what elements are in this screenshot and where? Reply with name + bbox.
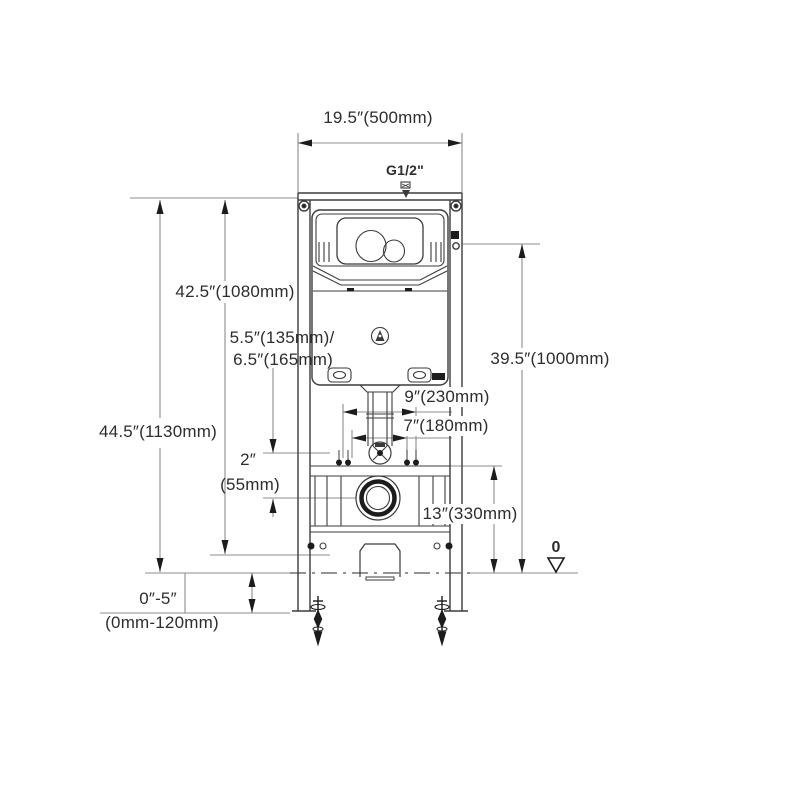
outlet-box (359, 543, 401, 581)
lower-bracket (307, 450, 453, 550)
dim-frame-height-label: 42.5″(1080mm) (175, 282, 295, 301)
dim-inlet-offset-label-line1: 5.5″(135mm)/ (229, 328, 335, 347)
inlet-elbow (368, 441, 392, 465)
dim-total-height-label: 44.5″(1130mm) (99, 422, 217, 441)
dim-outlet-drop-label-line2: (55mm) (220, 475, 280, 494)
water-inlet-fitting (400, 181, 411, 198)
anchor-bolt-left (310, 596, 326, 647)
flush-pipe (366, 391, 394, 446)
floor-reference-label: 0 (551, 539, 561, 556)
dim-top-width-label: 19.5″(500mm) (323, 108, 433, 127)
drain-outlet (355, 475, 401, 521)
dim-feet-adjust-label-line1: 0″-5″ (139, 589, 177, 608)
dimension-arrows (156, 139, 526, 613)
flush-plate (312, 213, 448, 292)
dim-bolt-spacing-inner-label: 7″(180mm) (401, 416, 491, 436)
tank-brackets (327, 367, 445, 383)
anchor-bolts (310, 596, 450, 647)
dim-feet-adjust-label-line2: (0mm-120mm) (105, 613, 219, 632)
water-inlet-thread-label: G1/2" (386, 162, 424, 178)
flush-button-large (355, 229, 387, 263)
brand-emblem-icon (370, 326, 390, 346)
dimension-extension-lines (100, 133, 578, 614)
anchor-bolt-right (434, 596, 450, 647)
flush-button-small (382, 239, 406, 263)
dim-outlet-drop-label-line1: 2″ (240, 450, 256, 469)
dimension-lines (159, 142, 523, 613)
dim-bolt-spacing-outer-label: 9″(230mm) (402, 387, 492, 407)
dim-drain-outlet-height-label: 13″(330mm) (420, 504, 520, 524)
dim-flush-plate-height-label: 39.5″(1000mm) (490, 349, 610, 368)
dim-inlet-offset-label-line2: 6.5″(165mm) (233, 350, 333, 369)
zero-level-marker-icon (546, 557, 566, 574)
